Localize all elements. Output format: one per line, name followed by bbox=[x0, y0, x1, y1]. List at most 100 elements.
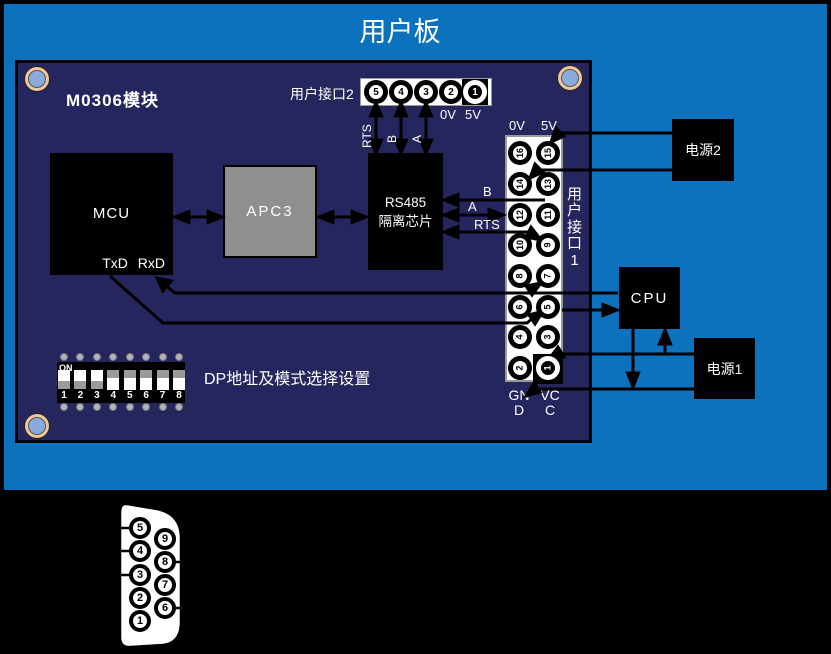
wire-txd bbox=[109, 274, 547, 327]
db9-pin: 6 bbox=[154, 597, 176, 619]
dip-switch-lever bbox=[156, 378, 169, 390]
connector1-pin: 15 bbox=[536, 141, 560, 165]
connector1-pin: 4 bbox=[508, 325, 532, 349]
dip-switch-lever bbox=[140, 378, 153, 390]
db9-pin-number: 2 bbox=[136, 592, 144, 604]
dip-leg-bottom bbox=[142, 403, 151, 411]
conn2-arrow-label-b: B bbox=[385, 135, 399, 143]
dip-leg-bottom bbox=[109, 403, 118, 411]
db9-pin: 7 bbox=[154, 574, 176, 596]
dip-leg-bottom bbox=[92, 403, 101, 411]
dip-switch-slot bbox=[173, 370, 185, 378]
db9-pin: 5 bbox=[129, 517, 151, 539]
rs485-isolation-chip: RS485 隔离芯片 bbox=[368, 153, 443, 270]
connector1-pin-number: 1 bbox=[542, 365, 553, 371]
dip-switch-lever bbox=[74, 370, 87, 381]
dip-number: 5 bbox=[126, 390, 133, 401]
connector2-pin: 4 bbox=[389, 80, 413, 104]
connector1-gnd-label-line2: D bbox=[513, 402, 525, 418]
connector1-vcc-label-line1: VC bbox=[540, 387, 560, 403]
dip-caption: DP地址及模式选择设置 bbox=[204, 371, 371, 388]
connector1-pin: 6 bbox=[508, 295, 532, 319]
connector1-vcc-label-line2: C bbox=[544, 402, 556, 418]
dip-leg-bottom bbox=[125, 403, 134, 411]
connector1-pin-number: 12 bbox=[514, 209, 525, 221]
mounting-hole-top-left bbox=[24, 66, 50, 92]
dip-switch-slot bbox=[58, 381, 70, 389]
connector1-pin-number: 11 bbox=[542, 210, 553, 220]
connector2-0v-label: 0V bbox=[440, 107, 456, 122]
connector1-pin-number: 2 bbox=[514, 365, 525, 371]
dip-switch-slot bbox=[156, 370, 169, 378]
connector2-pin-number: 5 bbox=[373, 86, 379, 98]
wire-rxd bbox=[154, 275, 618, 298]
arrow-conn2-b bbox=[393, 99, 409, 157]
conn2-arrow-label-rts: RTS bbox=[360, 124, 374, 148]
connector2-pin-number: 2 bbox=[448, 86, 454, 98]
module-label: M0306模块 bbox=[66, 91, 159, 110]
connector1-pin: 9 bbox=[536, 233, 560, 257]
signal-label-b: B bbox=[483, 184, 492, 199]
wire-power2-5v bbox=[548, 125, 672, 145]
dip-switch-slot bbox=[107, 370, 120, 378]
connector1-pin: 16 bbox=[508, 141, 532, 165]
mounting-hole-bottom-left bbox=[24, 413, 50, 439]
signal-label-a: A bbox=[468, 199, 477, 214]
dip-switch-lever bbox=[58, 370, 70, 381]
connector1-pin: 13 bbox=[536, 172, 560, 196]
dip-leg-top bbox=[175, 353, 183, 361]
conn2-arrow-label-a: A bbox=[410, 135, 424, 143]
dip-leg-top bbox=[125, 353, 134, 361]
dip-leg-top bbox=[158, 353, 167, 361]
dip-switch-slot bbox=[90, 381, 103, 389]
power2-block: 电源2 bbox=[672, 119, 734, 181]
dip-switch-lever bbox=[123, 378, 136, 390]
connector1-pin: 14 bbox=[508, 172, 532, 196]
db9-pin: 8 bbox=[154, 551, 176, 573]
connector2-pin: 1 bbox=[463, 80, 487, 104]
mcu-label: MCU bbox=[92, 205, 131, 222]
mcu-block: MCU TxD RxD bbox=[50, 153, 173, 275]
connector1-pin-number: 5 bbox=[542, 304, 553, 310]
dip-leg-bottom bbox=[175, 403, 183, 411]
dip-switch-lever bbox=[90, 370, 103, 381]
connector2-pin-number: 3 bbox=[423, 86, 429, 98]
connector1-pin-number: 3 bbox=[542, 334, 553, 340]
connector1-5v-label: 5V bbox=[541, 118, 557, 133]
connector1-pin-number: 16 bbox=[514, 147, 525, 159]
dip-number: 1 bbox=[61, 390, 67, 401]
db9-pin-number: 8 bbox=[161, 556, 169, 568]
wire-b bbox=[439, 192, 545, 208]
arrow-mcu-apc3 bbox=[170, 209, 227, 225]
wire-pin5-cpu bbox=[562, 302, 622, 318]
dip-leg-top bbox=[142, 353, 151, 361]
dip-number: 4 bbox=[110, 390, 117, 401]
connector1-pin: 12 bbox=[508, 203, 532, 227]
power1-block: 电源1 bbox=[694, 338, 755, 399]
dip-leg-bottom bbox=[158, 403, 167, 411]
db9-pin-number: 3 bbox=[136, 569, 144, 581]
dip-leg-top bbox=[92, 353, 101, 361]
db9-pin-number: 1 bbox=[136, 615, 144, 627]
dip-on-label: ON bbox=[59, 363, 73, 373]
connector1-pin: 7 bbox=[536, 264, 560, 288]
db9-pin-number: 7 bbox=[161, 579, 169, 591]
rs485-label-line2: 隔离芯片 bbox=[378, 213, 433, 229]
page-title: 用户板 bbox=[359, 17, 441, 47]
connector1-pin: 8 bbox=[508, 264, 532, 288]
dip-leg-bottom bbox=[60, 403, 68, 411]
cpu-block: CPU bbox=[619, 267, 680, 329]
connector1-0v-label: 0V bbox=[509, 118, 525, 133]
dip-number: 6 bbox=[143, 390, 149, 401]
dip-number: 8 bbox=[176, 390, 182, 401]
db9-pin: 3 bbox=[129, 564, 151, 586]
connector1-pin-number: 13 bbox=[542, 178, 553, 190]
db9-pin-number: 5 bbox=[136, 522, 144, 534]
connector2-pin: 3 bbox=[414, 80, 438, 104]
signal-label-rts: RTS bbox=[474, 217, 500, 232]
connector1-pin-number: 15 bbox=[542, 147, 553, 159]
connector1-pin-number: 14 bbox=[514, 178, 525, 190]
dip-leg-top bbox=[60, 353, 68, 361]
dip-switch-slot bbox=[123, 370, 136, 378]
connector2-pin-number: 4 bbox=[398, 86, 404, 98]
